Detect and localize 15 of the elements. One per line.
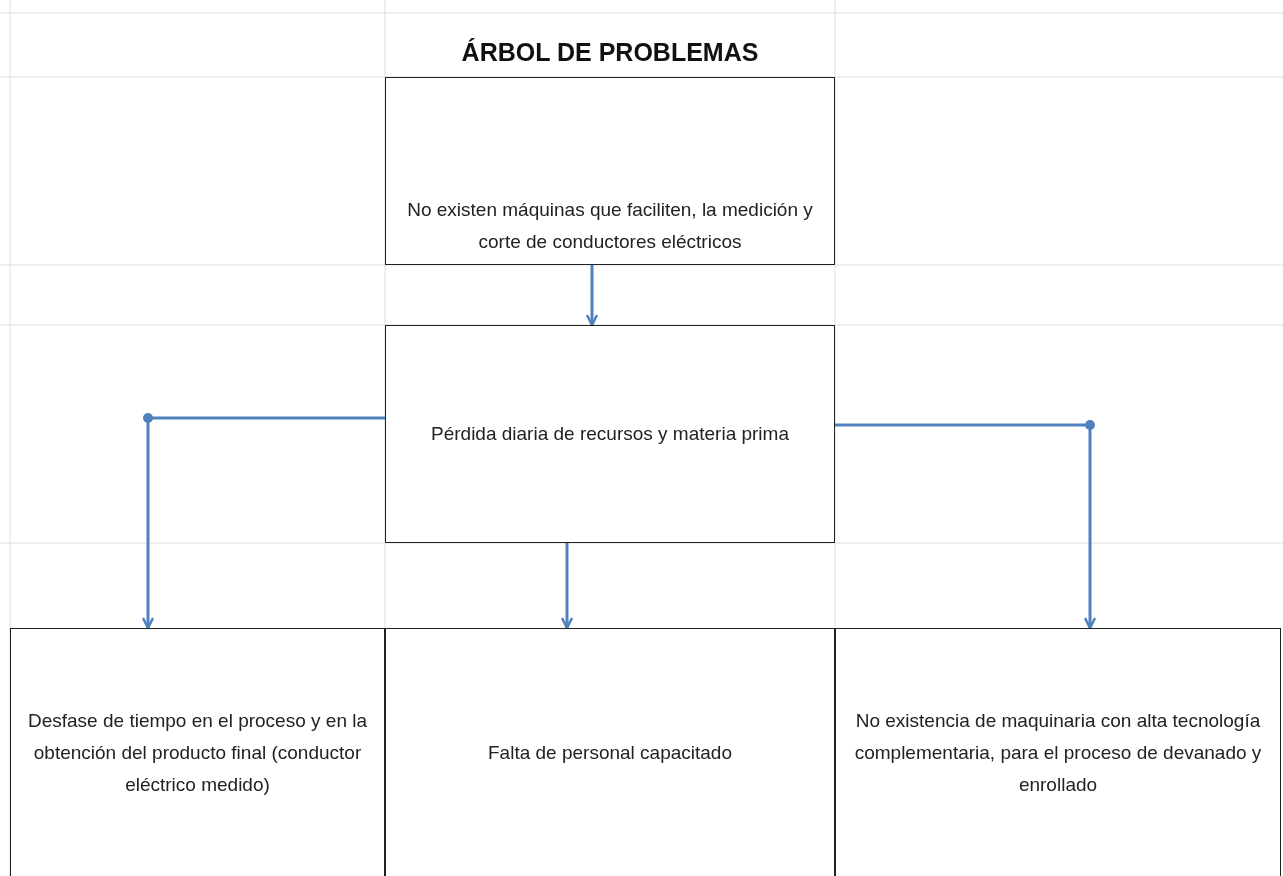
problem-box xyxy=(385,77,835,265)
box-text: No existencia de maquinaria con alta tecnología complementaria, para el proceso de devanado y enrollado xyxy=(853,709,1263,797)
box-text: No existen máquinas que faciliten, la medición y corte de conductores eléctricos xyxy=(406,198,814,254)
arrow xyxy=(835,423,1097,630)
problem-box xyxy=(385,325,835,543)
arrow xyxy=(585,265,599,327)
problem-box xyxy=(10,628,385,876)
arrow xyxy=(560,543,574,630)
diagram-title: ÁRBOL DE PROBLEMAS xyxy=(460,38,760,67)
box-text: Desfase de tiempo en el proceso y en la obtención del producto final (conductor eléctrico medido) xyxy=(27,709,368,797)
problem-box xyxy=(835,628,1281,876)
box-text: Falta de personal capacitado xyxy=(488,741,732,765)
arrow xyxy=(141,416,385,630)
problem-box xyxy=(385,628,835,876)
box-text: Pérdida diaria de recursos y materia prima xyxy=(431,422,789,446)
